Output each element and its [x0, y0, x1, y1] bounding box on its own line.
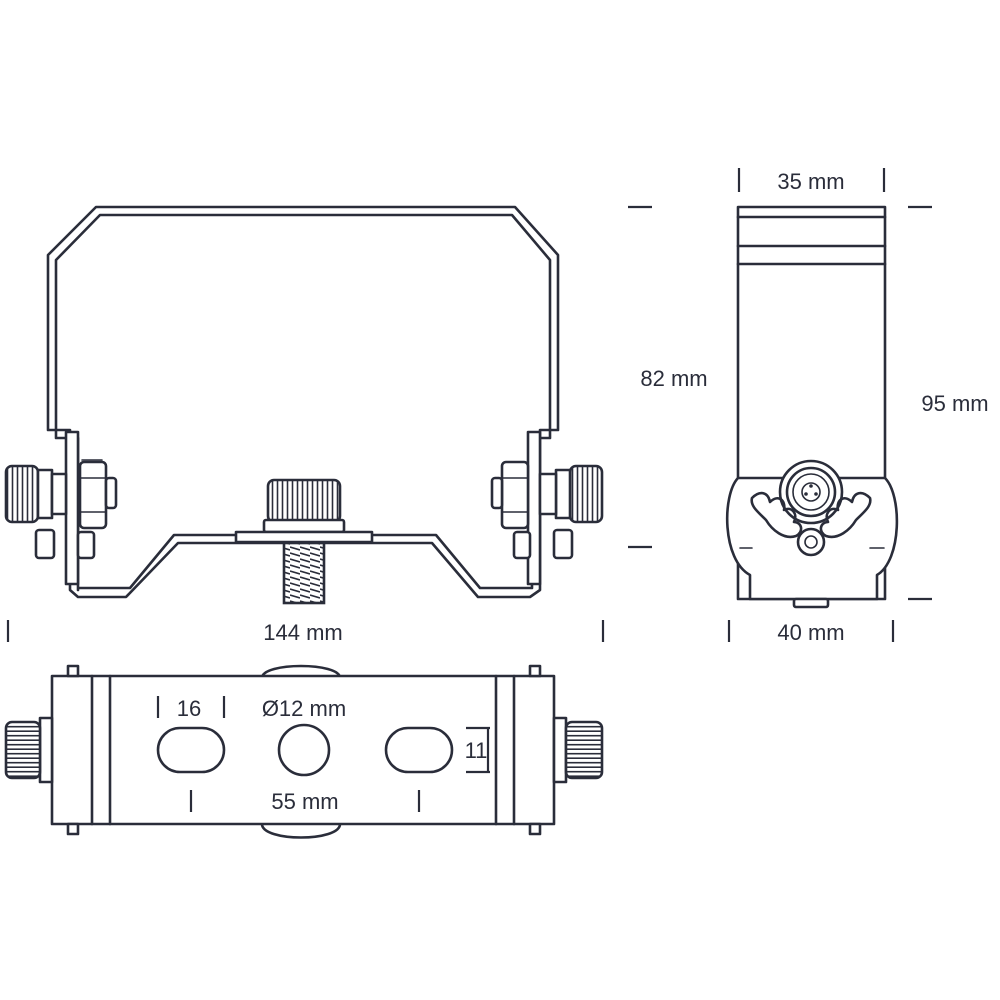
left-side-plate — [64, 430, 80, 586]
side-bottom-nut — [796, 527, 826, 557]
left-nut — [78, 460, 108, 530]
right-lower-screw — [552, 528, 574, 560]
depth-top-label: 35 mm — [777, 169, 844, 194]
right-slot — [384, 726, 454, 774]
height-side-label: 95 mm — [921, 391, 988, 416]
top-right-knob — [564, 720, 604, 780]
width-front-label: 144 mm — [263, 620, 342, 645]
hole-diameter-label: Ø12 mm — [262, 696, 346, 721]
left-knob-collar — [36, 468, 54, 520]
slot-spacing-label: 55 mm — [271, 789, 338, 814]
left-knob-knurl — [4, 464, 40, 524]
center-knob-knurl — [266, 478, 342, 524]
right-knob-collar — [554, 468, 572, 520]
side-connector-outer — [778, 459, 844, 525]
left-slot — [156, 726, 226, 774]
right-nut — [500, 460, 530, 530]
center-hole — [277, 723, 331, 777]
top-view — [4, 664, 604, 839]
connector-pin-icon — [801, 482, 821, 502]
bracket-outer — [46, 205, 560, 599]
left-lower-screw — [34, 528, 56, 560]
center-thread — [282, 541, 326, 605]
side-view — [725, 205, 899, 609]
right-side-plate — [526, 430, 542, 586]
dimension-marks — [6, 168, 932, 812]
center-washer — [234, 530, 374, 544]
slot-length-label: 16 — [177, 696, 201, 721]
height-front-label: 82 mm — [640, 366, 707, 391]
side-right-arc — [819, 491, 872, 539]
depth-bottom-label: 40 mm — [777, 620, 844, 645]
right-knob-knurl — [568, 464, 604, 524]
top-body — [50, 674, 556, 826]
side-left-arc — [750, 491, 803, 539]
slot-height-label: 11 — [465, 738, 488, 763]
front-view — [4, 205, 604, 605]
top-left-knob — [4, 720, 42, 780]
